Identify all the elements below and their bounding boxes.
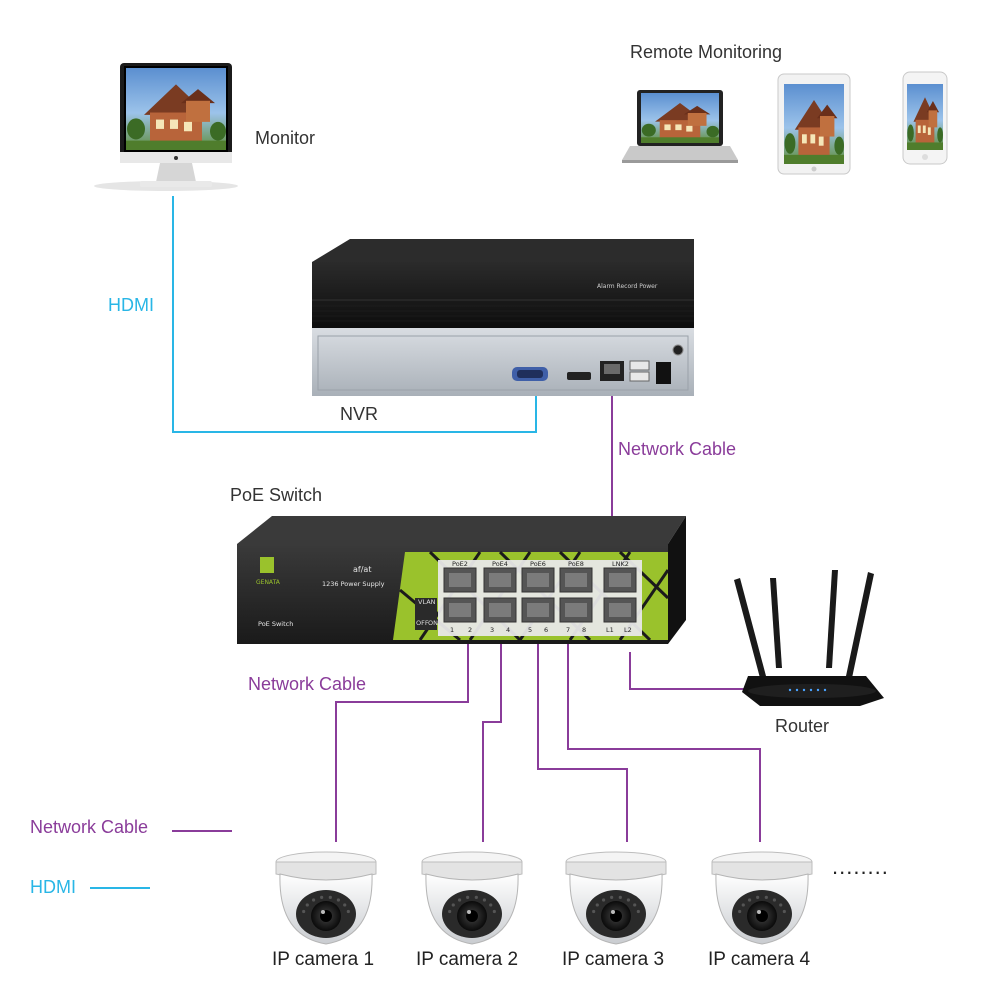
vlan-on-label: ON — [428, 619, 438, 627]
nvr-label: NVR — [340, 404, 378, 424]
switch-standard: af/at — [353, 565, 371, 574]
monitor-label: Monitor — [255, 128, 315, 148]
port-bottom-label-5: 5 — [528, 626, 532, 634]
port-bottom-label-1: 1 — [450, 626, 454, 634]
legend-network-label: Network Cable — [30, 817, 148, 837]
nvr-device: Alarm Record Power — [312, 239, 694, 396]
nvr-usb-port-2 — [629, 371, 650, 382]
port-top-label-1: PoE2 — [452, 560, 468, 568]
port-bottom-label-3: 3 — [490, 626, 494, 634]
port-bottom-label-6: 6 — [544, 626, 548, 634]
remote-monitoring-label: Remote Monitoring — [630, 42, 782, 62]
vlan-label: VLAN — [418, 598, 436, 606]
camera-label-3: IP camera 3 — [562, 949, 664, 970]
legend: Network Cable HDMI — [30, 817, 232, 897]
router-device — [734, 570, 884, 706]
ip-camera-3 — [565, 851, 667, 945]
network-cable-label-nvr: Network Cable — [618, 439, 736, 459]
port-bottom-label-l1: L1 — [606, 626, 614, 634]
network-cable-switch-cameras — [335, 635, 761, 842]
network-cable-switch-router — [629, 652, 748, 690]
switch-logo-icon — [260, 557, 274, 573]
laptop-device — [622, 90, 738, 163]
camera-label-1: IP camera 1 — [272, 949, 374, 970]
nvr-power-jack — [656, 362, 671, 384]
port-bottom-label-8: 8 — [582, 626, 586, 634]
ip-camera-4 — [711, 851, 813, 945]
more-cameras-ellipsis: ........ — [832, 854, 889, 879]
vlan-off-label: OFF — [416, 619, 429, 627]
router-label: Router — [775, 716, 829, 736]
network-cable-label-switch: Network Cable — [248, 674, 366, 694]
tablet-device — [777, 73, 851, 175]
poe-switch-device: VLAN OFF ON PoE2 PoE4 PoE6 PoE — [237, 516, 686, 644]
poe-switch-label: PoE Switch — [230, 485, 322, 505]
port-bottom-label-l2: L2 — [624, 626, 632, 634]
switch-brand: GENATA — [256, 579, 281, 586]
port-top-label-4: PoE8 — [568, 560, 584, 568]
nvr-front-text: Alarm Record Power — [597, 283, 658, 290]
camera-label-4: IP camera 4 — [708, 949, 811, 970]
ip-cameras — [275, 851, 813, 945]
port-bottom-label-2: 2 — [468, 626, 472, 634]
nvr-usb-port-1 — [629, 360, 650, 371]
switch-power-supply: 1236 Power Supply — [322, 580, 385, 588]
port-bottom-label-4: 4 — [506, 626, 510, 634]
monitor-device — [94, 63, 238, 191]
port-bottom-label-7: 7 — [566, 626, 570, 634]
port-top-label-3: PoE6 — [530, 560, 546, 568]
hdmi-cable-label: HDMI — [108, 295, 154, 315]
ip-camera-1 — [275, 851, 377, 945]
hdmi-cable-monitor-nvr — [172, 196, 537, 433]
switch-model-label: PoE Switch — [258, 620, 293, 628]
ip-camera-2 — [421, 851, 523, 945]
switch-ports — [443, 567, 637, 623]
phone-device — [902, 71, 948, 165]
camera-label-2: IP camera 2 — [416, 949, 518, 970]
legend-hdmi-label: HDMI — [30, 877, 76, 897]
nvr-hdmi-port — [567, 372, 591, 380]
port-top-label-5: LNK2 — [612, 560, 629, 568]
port-top-label-2: PoE4 — [492, 560, 508, 568]
